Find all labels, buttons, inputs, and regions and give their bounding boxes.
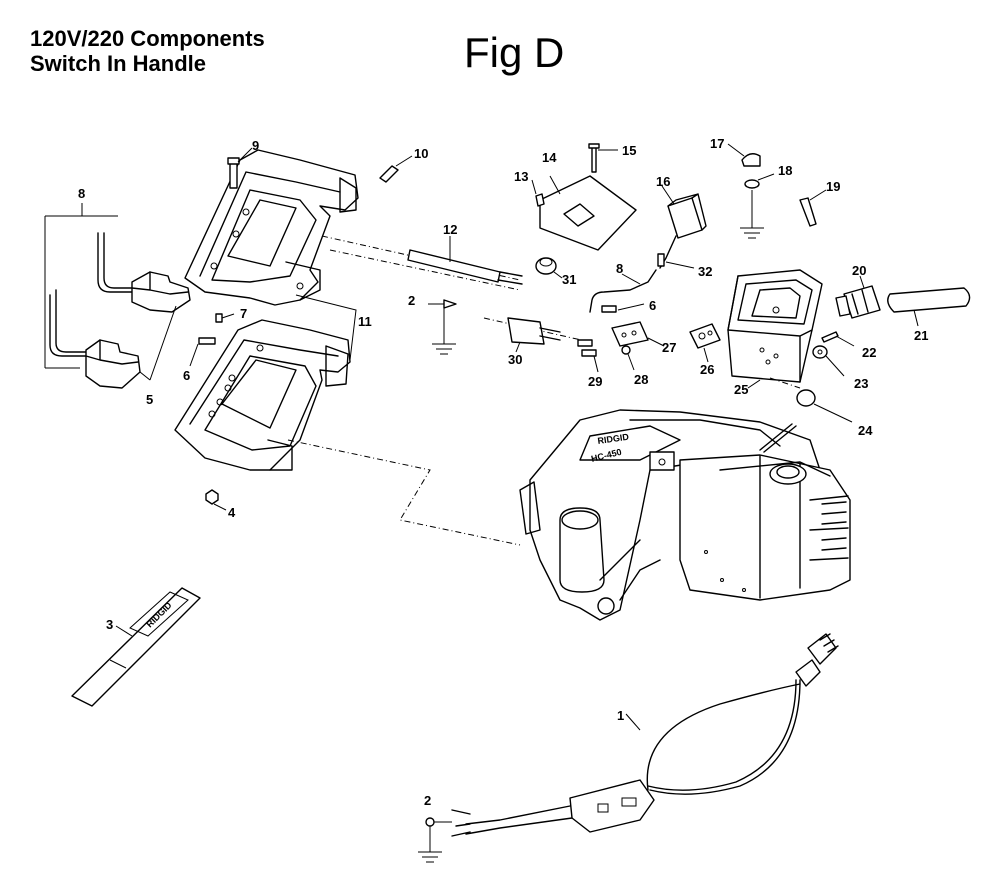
callout-26: 26 [700, 362, 714, 377]
callout-29: 29 [588, 374, 602, 389]
part-18-washer [740, 173, 775, 239]
motor-brand-logo: RIDGID [597, 432, 630, 446]
part-7-screw [215, 313, 235, 323]
callout-24: 24 [858, 423, 873, 438]
motor-housing-body: RIDGID HC-450 [519, 409, 851, 621]
callout-8-center: 8 [616, 261, 623, 276]
callout-14: 14 [542, 150, 557, 165]
title-line-2: Switch In Handle [30, 51, 207, 76]
callout-25: 25 [734, 382, 748, 397]
part-30-switch [483, 317, 591, 353]
part-5-switch-blocks [85, 271, 191, 389]
part-17-screw [727, 143, 761, 167]
callout-30: 30 [508, 352, 522, 367]
callout-5: 5 [146, 392, 153, 407]
callout-18: 18 [778, 163, 792, 178]
part-24-washer [796, 389, 853, 423]
part-15-screw [588, 143, 618, 173]
callout-20: 20 [852, 263, 866, 278]
part-11-lower-handle-frame [174, 319, 351, 471]
part-10-screw [379, 155, 413, 183]
part-13-screw [531, 179, 545, 207]
callout-2-upper: 2 [408, 293, 415, 308]
part-22-screw [821, 331, 855, 347]
callout-13: 13 [514, 169, 528, 184]
part-14-cover-plate [539, 175, 637, 251]
part-32-terminal [657, 253, 695, 269]
assembly-line-frame [287, 439, 521, 546]
part-3-label: RIDGID [71, 587, 201, 707]
part-11-upper-handle-frame [184, 149, 359, 306]
part-26-gasket [689, 323, 721, 363]
part-2-ground-upper [428, 299, 457, 355]
part-21-cord-sleeve [887, 287, 971, 327]
callout-12: 12 [443, 222, 457, 237]
callout-28: 28 [634, 372, 648, 387]
part-4-nut [205, 489, 227, 511]
callout-32: 32 [698, 264, 712, 279]
callout-3: 3 [106, 617, 113, 632]
part-1-power-cord [451, 633, 839, 837]
callout-31: 31 [562, 272, 576, 287]
callout-4: 4 [228, 505, 236, 520]
callout-17: 17 [710, 136, 724, 151]
callout-27: 27 [662, 340, 676, 355]
part-25-switch-box [727, 269, 823, 389]
callout-9: 9 [252, 138, 259, 153]
callout-8-left: 8 [78, 186, 85, 201]
part-9-screw [227, 147, 253, 189]
callout-21: 21 [914, 328, 928, 343]
part-20-cable-gland [835, 275, 881, 319]
callout-2-lower: 2 [424, 793, 431, 808]
part-6-pin [189, 337, 216, 367]
callout-16: 16 [656, 174, 670, 189]
callout-15: 15 [622, 143, 636, 158]
callout-6-center: 6 [649, 298, 656, 313]
part-31-bushing [535, 257, 563, 279]
callout-23: 23 [854, 376, 868, 391]
callout-1: 1 [617, 708, 624, 723]
figure-label: Fig D [464, 29, 565, 76]
diagram-title: 120V/220 Components Switch In Handle [30, 26, 265, 76]
callout-numbers: 1 2 2 3 4 5 6 6 7 8 8 9 10 11 12 13 14 1… [78, 136, 928, 808]
title-line-1: 120V/220 Components [30, 26, 265, 51]
part-28-nut [621, 345, 635, 371]
callout-11: 11 [358, 314, 372, 329]
part-19-clip [799, 189, 827, 227]
callout-7: 7 [240, 306, 247, 321]
part-27-connector [611, 321, 665, 347]
part-16-capacitor [659, 185, 707, 269]
part-29-terminals [577, 339, 599, 373]
callout-6-left: 6 [183, 368, 190, 383]
part-12-wire-tube [321, 235, 523, 291]
part-2-ground-lower [418, 817, 452, 863]
callout-10: 10 [414, 146, 428, 161]
leader-11 [295, 294, 357, 361]
assembly-line-box [769, 377, 801, 389]
part-8-wire-lead-center [589, 269, 657, 313]
part-23-washer [812, 345, 845, 377]
part-8-wire-leads [44, 203, 136, 369]
callout-22: 22 [862, 345, 876, 360]
callout-19: 19 [826, 179, 840, 194]
